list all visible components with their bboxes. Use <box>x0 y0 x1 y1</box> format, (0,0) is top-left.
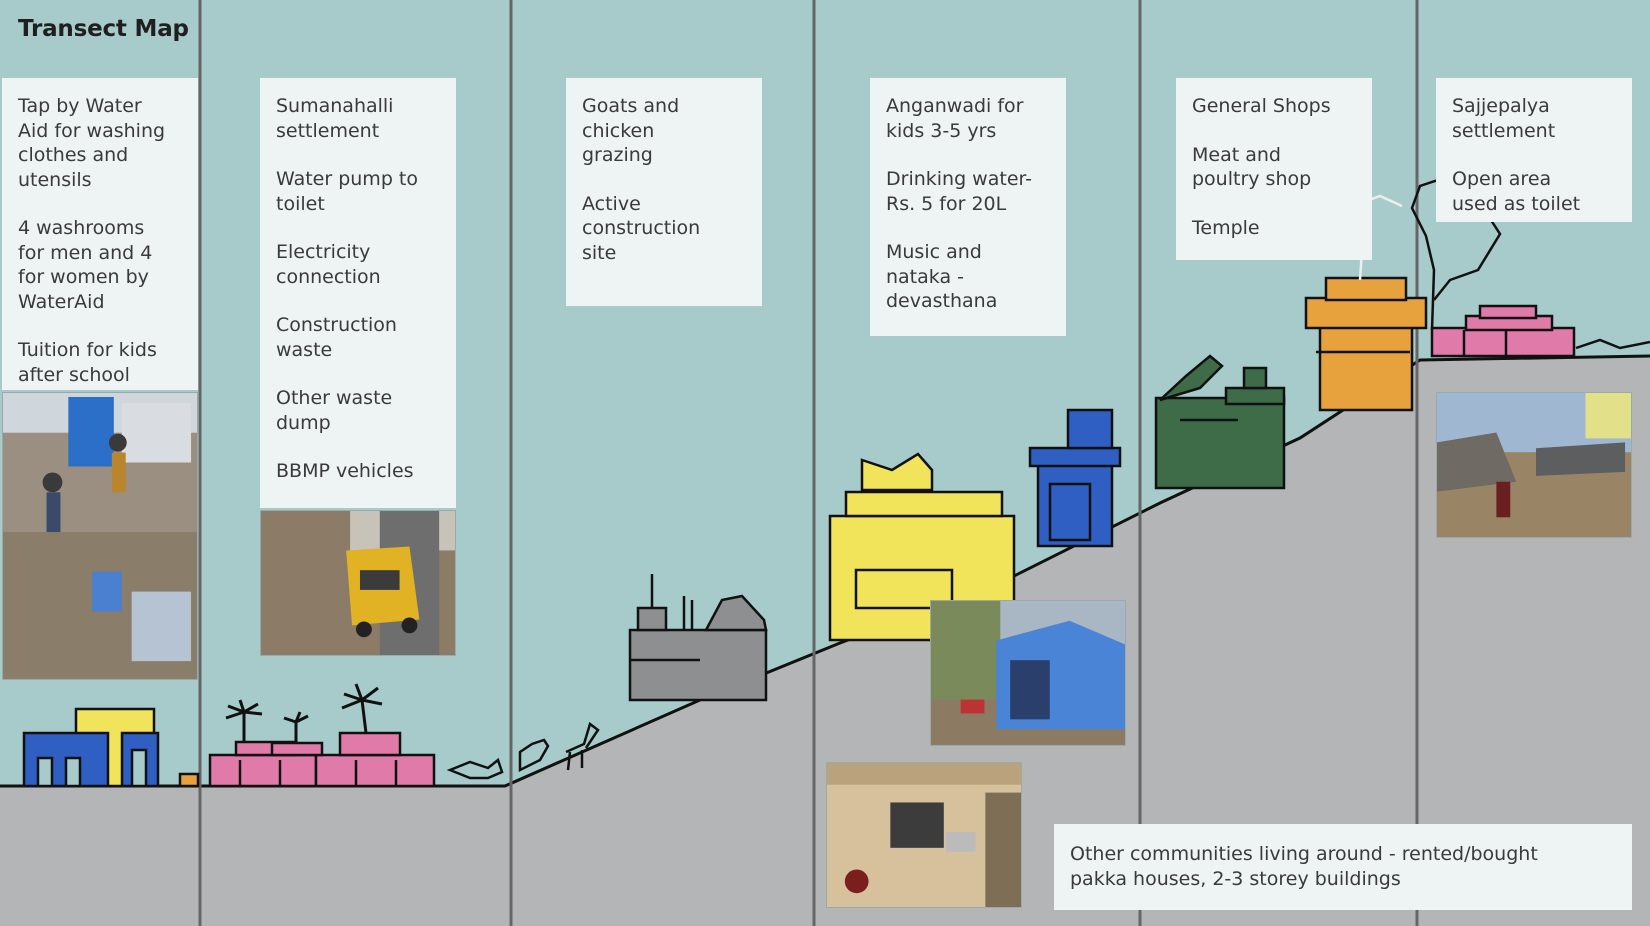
column-card-1: Tap by Water Aid for washing clothes and… <box>2 78 198 390</box>
card-4-item-3: Music and nataka - devasthana <box>886 240 1050 314</box>
card-1-item-1: Tap by Water Aid for washing clothes and… <box>18 94 182 192</box>
card-4-item-1: Anganwadi for kids 3-5 yrs <box>886 94 1050 143</box>
card-6-item-1: Sajjepalya settlement <box>1452 94 1616 143</box>
photo-auto-rickshaw <box>260 510 456 656</box>
card-5-item-2: Meat and poultry shop <box>1192 143 1356 192</box>
card-2-item-5: Other waste dump <box>276 386 440 435</box>
card-1-item-2: 4 washrooms for men and 4 for women by W… <box>18 216 182 314</box>
card-4-item-2: Drinking water- Rs. 5 for 20L <box>886 167 1050 216</box>
photo-blue-water-kiosk <box>930 600 1126 746</box>
card-3-item-1: Goats and chicken grazing <box>582 94 746 168</box>
card-2-item-3: Electricity connection <box>276 240 440 289</box>
column-card-5: General Shops Meat and poultry shop Temp… <box>1176 78 1372 260</box>
water-kiosk <box>1030 410 1120 546</box>
card-2-item-4: Construction waste <box>276 313 440 362</box>
temple <box>1306 278 1426 410</box>
column-card-2: Sumanahalli settlement Water pump to toi… <box>260 78 456 508</box>
photo-sajjepalya-settlement <box>1436 392 1632 538</box>
other-communities-note: Other communities living around - rented… <box>1054 824 1632 910</box>
column-card-3: Goats and chicken grazing Active constru… <box>566 78 762 306</box>
photo-water-tap <box>2 392 198 680</box>
card-2-item-2: Water pump to toilet <box>276 167 440 216</box>
card-1-item-3: Tuition for kids after school <box>18 338 182 387</box>
page-title: Transect Map <box>18 16 189 42</box>
card-5-item-1: General Shops <box>1192 94 1356 119</box>
green-shops <box>1156 356 1284 488</box>
card-2-item-6: BBMP vehicles <box>276 459 440 484</box>
card-2-item-1: Sumanahalli settlement <box>276 94 440 143</box>
photo-pakka-house <box>826 762 1022 908</box>
houses-sajjepalya <box>1432 306 1650 356</box>
card-5-item-3: Temple <box>1192 216 1356 241</box>
card-3-item-2: Active construction site <box>582 192 746 266</box>
column-card-6: Sajjepalya settlement Open area used as … <box>1436 78 1632 222</box>
houses-blue-yellow <box>24 709 198 786</box>
card-6-item-2: Open area used as toilet <box>1452 167 1616 216</box>
column-card-4: Anganwadi for kids 3-5 yrs Drinking wate… <box>870 78 1066 336</box>
construction-building <box>630 574 766 700</box>
